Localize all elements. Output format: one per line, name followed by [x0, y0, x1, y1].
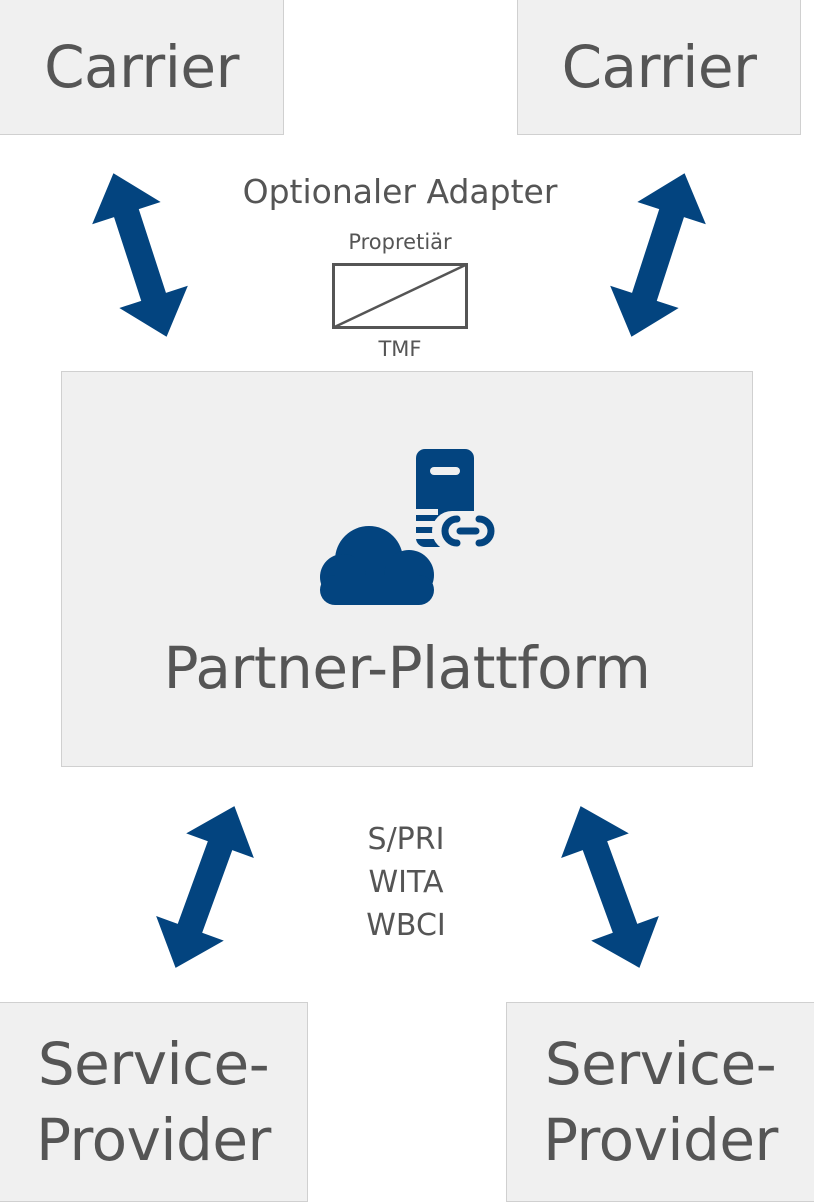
partner-platform-box: Partner-Plattform: [61, 371, 753, 767]
service-provider-line1: Service-: [37, 1030, 270, 1098]
carrier-box-left: Carrier: [0, 0, 284, 135]
adapter-title: Optionaler Adapter: [242, 172, 558, 211]
carrier-box-right: Carrier: [517, 0, 801, 135]
adapter-top-label: Propretiär: [348, 230, 452, 254]
protocol-label-wita: WITA: [368, 865, 444, 900]
double-arrow-icon: [561, 806, 659, 968]
adapter-bottom-label: TMF: [378, 337, 422, 361]
service-provider-line2: Provider: [543, 1106, 778, 1174]
service-provider-label: Service- Provider: [543, 1026, 778, 1178]
cloud-icon: [320, 526, 434, 605]
converter-box-icon: [332, 263, 468, 329]
service-provider-box-right: Service- Provider: [506, 1002, 814, 1202]
service-provider-label: Service- Provider: [36, 1026, 271, 1178]
double-arrow-icon: [610, 173, 706, 337]
protocol-label-wbci: WBCI: [366, 908, 446, 943]
carrier-label: Carrier: [561, 32, 757, 101]
cloud-server-icon: [320, 449, 504, 605]
server-link-icon: [416, 449, 504, 551]
service-provider-line2: Provider: [36, 1106, 271, 1174]
platform-title: Partner-Plattform: [163, 634, 651, 702]
protocol-label-spri: S/PRI: [367, 822, 445, 857]
carrier-label: Carrier: [44, 32, 239, 101]
service-provider-box-left: Service- Provider: [0, 1002, 308, 1202]
double-arrow-icon: [156, 806, 254, 968]
double-arrow-icon: [92, 173, 188, 337]
service-provider-line1: Service-: [544, 1030, 777, 1098]
